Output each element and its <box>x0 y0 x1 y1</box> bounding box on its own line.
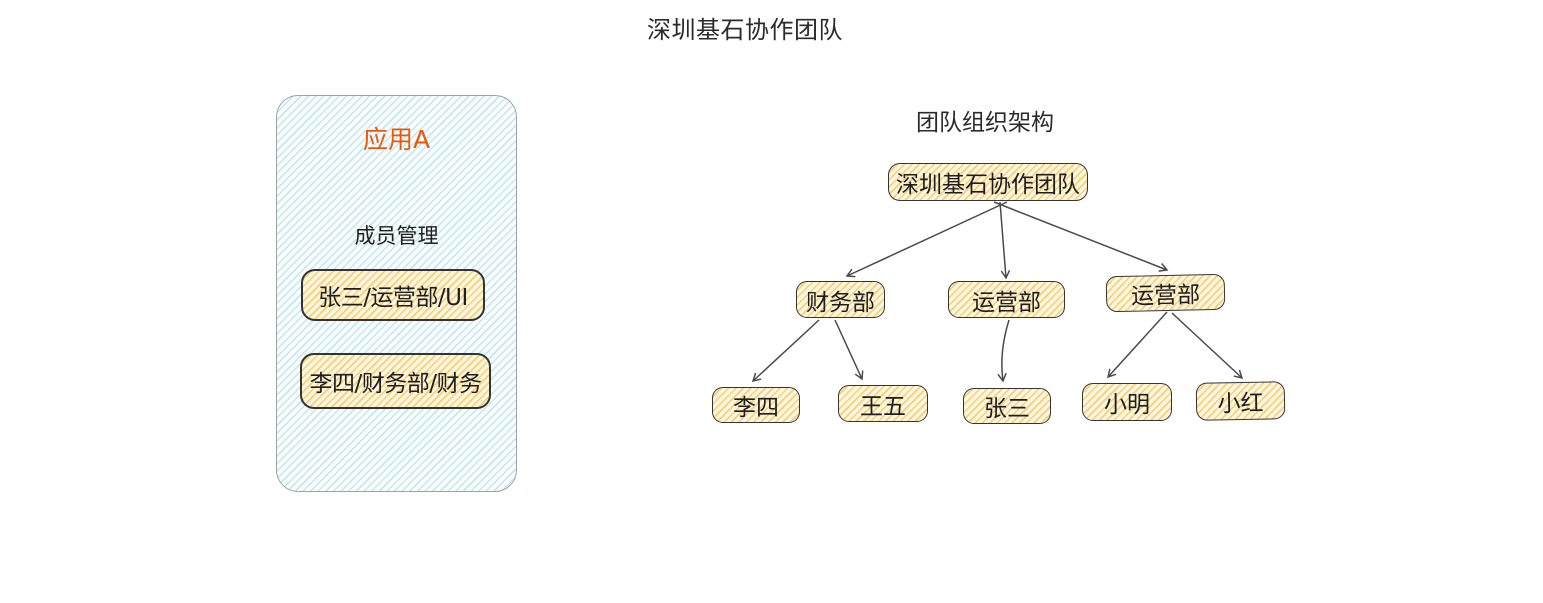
app-panel: 应用A 成员管理 张三/运营部/UI 李四/财务部/财务 <box>276 95 517 492</box>
org-node-member-xiaoming: 小明 <box>1082 383 1172 421</box>
edge-dept2-m3 <box>997 319 1010 383</box>
edge-dept1-m2 <box>834 319 864 381</box>
org-node-member-zhangsan: 张三 <box>963 388 1051 424</box>
member-card-2: 李四/财务部/财务 <box>300 353 491 409</box>
edge-dept1-m1 <box>751 319 820 383</box>
org-node-member-lisi: 李四 <box>712 387 800 423</box>
edge-root-dept1 <box>845 201 1008 278</box>
org-node-root: 深圳基石协作团队 <box>888 163 1088 201</box>
org-node-dept-finance: 财务部 <box>796 281 885 318</box>
org-node-dept-ops-1: 运营部 <box>948 281 1065 318</box>
edge-root-dept3 <box>993 201 1169 272</box>
org-chart-title: 团队组织架构 <box>916 110 1054 136</box>
edge-dept3-m4 <box>1106 311 1168 379</box>
app-panel-title: 应用A <box>362 125 431 154</box>
edge-root-dept2 <box>999 201 1011 280</box>
member-management-label: 成员管理 <box>354 224 439 248</box>
org-node-dept-ops-2: 运营部 <box>1105 273 1226 313</box>
page-title: 深圳基石协作团队 <box>647 16 843 44</box>
org-node-member-xiaohong: 小红 <box>1195 381 1286 421</box>
edge-dept3-m5 <box>1171 312 1244 380</box>
member-card-1: 张三/运营部/UI <box>301 269 485 321</box>
org-node-member-wangwu: 王五 <box>838 385 928 422</box>
